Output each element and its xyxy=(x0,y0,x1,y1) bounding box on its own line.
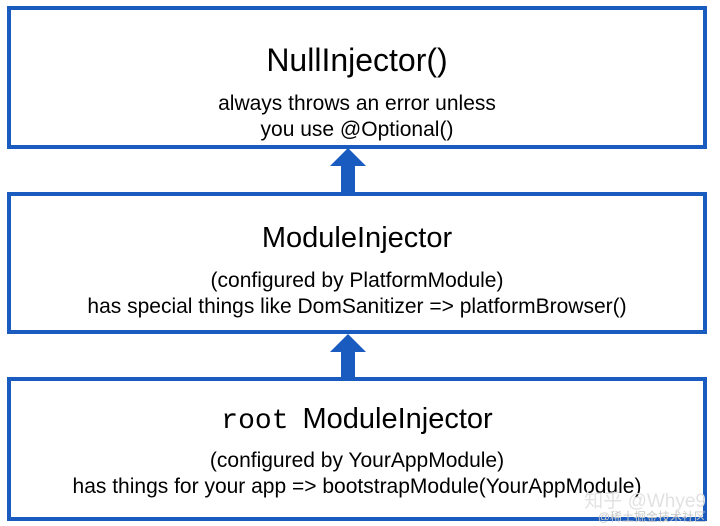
watermark-author: 知乎 @Whye9 xyxy=(584,491,706,512)
null-injector-title: NullInjector() xyxy=(266,42,448,78)
module-injector-description: (configured by PlatformModule) has speci… xyxy=(11,268,703,320)
arrow-up-icon xyxy=(330,148,366,194)
root-module-injector-desc-line-2: has things for your app => bootstrapModu… xyxy=(72,475,642,498)
watermark-community: @稀土掘金技术社区 xyxy=(597,510,706,524)
module-injector-desc-line-2: has special things like DomSanitizer => … xyxy=(87,295,627,318)
null-injector-desc-line-1: always throws an error unless xyxy=(218,92,496,115)
module-injector-desc-line-1: (configured by PlatformModule) xyxy=(210,269,504,292)
null-injector-desc-line-2: you use @Optional() xyxy=(260,118,454,141)
null-injector-box: NullInjector() always throws an error un… xyxy=(7,6,707,149)
root-module-injector-description: (configured by YourAppModule) has things… xyxy=(11,448,703,500)
root-module-injector-desc-line-1: (configured by YourAppModule) xyxy=(209,449,505,472)
root-module-injector-box: root ModuleInjector (configured by YourAp… xyxy=(7,377,707,521)
module-injector-title: ModuleInjector xyxy=(261,222,453,254)
root-module-injector-name: ModuleInjector xyxy=(302,403,493,435)
root-keyword: root xyxy=(221,406,289,437)
arrow-up-icon xyxy=(330,334,366,380)
module-injector-box: ModuleInjector (configured by PlatformMo… xyxy=(7,192,707,334)
root-module-injector-title: root ModuleInjector xyxy=(11,401,703,440)
null-injector-description: always throws an error unless you use @O… xyxy=(11,91,703,143)
